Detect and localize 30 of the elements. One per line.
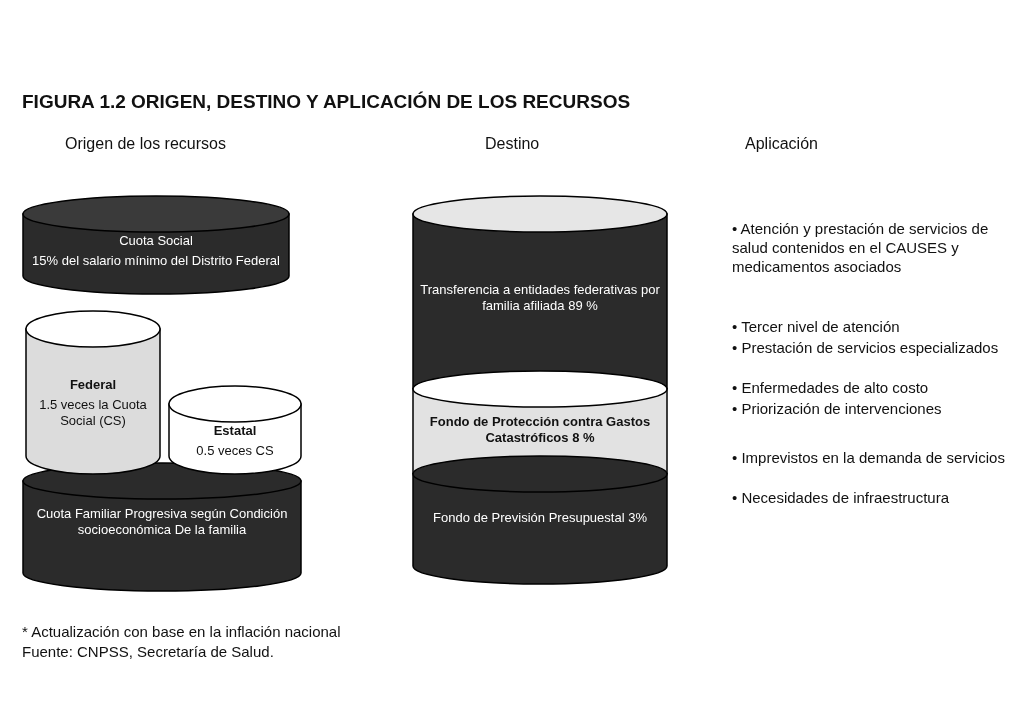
segment-label: Transferencia a entidades federativas por familia afiliada 89 % (420, 281, 660, 314)
bullet-item: • Atención y prestación de servicios de salud contenidos en el CAUSES y medicamentos asociados (732, 219, 990, 276)
column-heading: Aplicación (745, 134, 819, 153)
segment-heading: Cuota Social (119, 233, 193, 249)
segment-label: 1.5 veces la Cuota Social (CS) (38, 396, 148, 429)
cylinder-segment (168, 385, 302, 475)
segment-label: 0.5 veces CS (196, 443, 274, 459)
bullet-item: • Tercer nivel de atención (732, 317, 901, 336)
segment-label: Cuota Familiar Progresiva según Condición socioeconómica De la familia (35, 506, 289, 538)
cylinder-segment (22, 462, 302, 592)
source-note: Fuente: CNPSS, Secretaría de Salud. (22, 642, 274, 661)
bullet-item: • Enfermedades de alto costo (732, 378, 930, 397)
segment-heading: Estatal (213, 423, 257, 439)
segment-label: 15% del salario mínimo del Distrito Federal (32, 253, 280, 269)
cylinder-segment (22, 195, 290, 295)
segment-label: Fondo de Previsión Presupuestal 3% (433, 510, 647, 526)
figure-title: FIGURA 1.2 ORIGEN, DESTINO Y APLICACIÓN DE LOS RECURSOS (22, 92, 631, 111)
bullet-item: • Imprevistos en la demanda de servicios (732, 448, 1006, 467)
column-heading: Origen de los recursos (65, 134, 227, 153)
segment-heading: Federal (69, 376, 117, 393)
bullet-item: • Prestación de servicios especializados (732, 338, 1000, 357)
segment-label: Fondo de Protección contra Gastos Catastróficos 8 % (428, 413, 652, 446)
cylinder-segment (412, 195, 668, 370)
bullet-item: • Priorización de intervenciones (732, 399, 943, 418)
footnote: * Actualización con base en la inflación nacional (22, 622, 341, 641)
column-heading: Destino (485, 134, 541, 153)
bullet-item: • Necesidades de infraestructura (732, 488, 951, 507)
cylinder-segment (412, 370, 668, 455)
cylinder-segment (25, 310, 161, 475)
cylinder-segment (412, 455, 668, 585)
